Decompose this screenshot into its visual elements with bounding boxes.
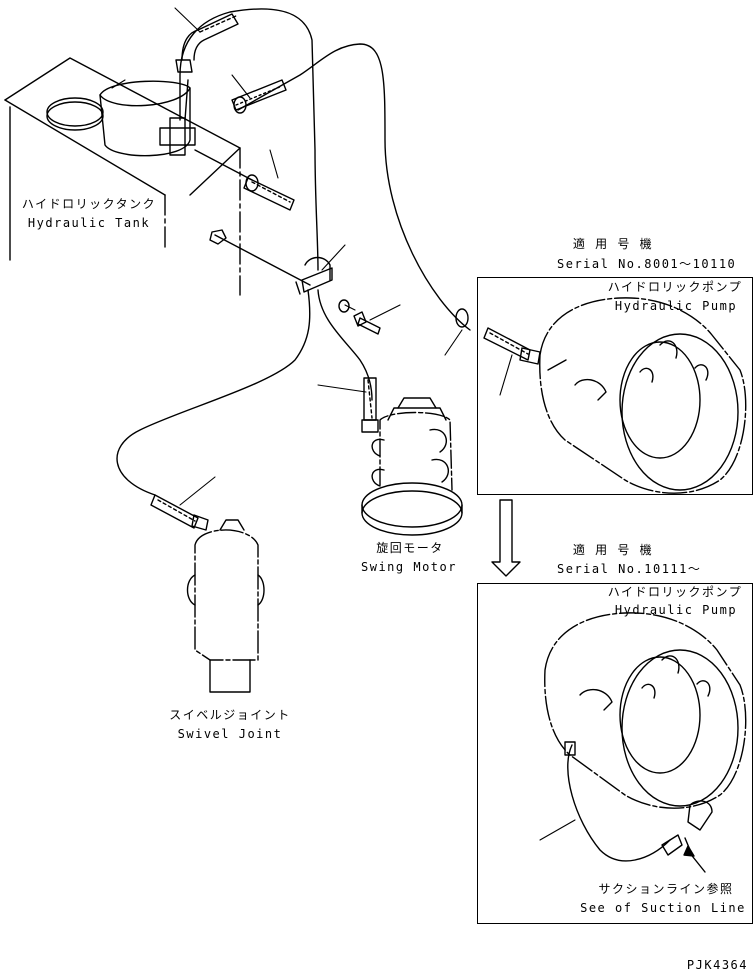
swivel-label-jp: スイベルジョイント — [169, 708, 291, 722]
serial2-label-en: Serial No.10111～ — [557, 562, 702, 576]
suction-label-en: See of Suction Line — [580, 901, 746, 915]
arrow-down-icon — [492, 500, 520, 576]
swing-motor — [362, 398, 462, 535]
pump1-label-en: Hydraulic Pump — [614, 299, 738, 313]
tank-label-jp: ハイドロリックタンク — [21, 197, 157, 211]
swing-label-en: Swing Motor — [361, 560, 457, 574]
suction-arrow-icon — [684, 846, 705, 872]
serial-box-2 — [477, 583, 753, 924]
hydraulic-pump-1 — [540, 298, 746, 493]
leader-lines — [112, 8, 575, 840]
pump2-label-jp: ハイドロリックポンプ — [607, 585, 743, 599]
swivel-joint — [188, 520, 265, 692]
swivel-label-en: Swivel Joint — [177, 727, 283, 741]
swing-label-jp: 旋回モータ — [376, 541, 444, 555]
hydraulic-pump-2 — [545, 613, 746, 861]
hoses — [117, 9, 470, 495]
serial2-label-jp: 適 用 号 機 — [572, 543, 654, 557]
suction-label-jp: サクションライン参照 — [598, 882, 734, 896]
fittings — [151, 14, 540, 530]
serial1-label-jp: 適 用 号 機 — [572, 237, 654, 251]
serial1-label-en: Serial No.8001～10110 — [557, 257, 737, 271]
drawing-code: PJK4364 — [686, 958, 748, 972]
pump2-label-en: Hydraulic Pump — [614, 603, 738, 617]
hydraulic-tank — [5, 58, 240, 295]
serial-box-1 — [477, 277, 753, 495]
pump1-label-jp: ハイドロリックポンプ — [607, 280, 743, 294]
tank-label-en: Hydraulic Tank — [27, 216, 151, 230]
